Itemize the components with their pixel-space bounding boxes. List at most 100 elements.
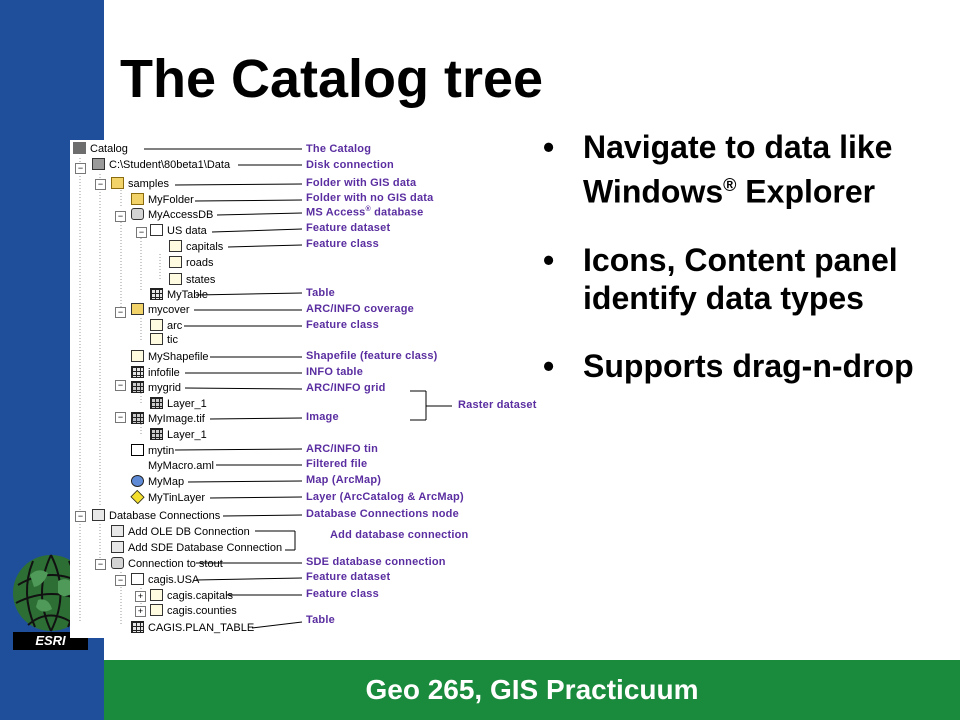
tree-node-mygrid[interactable]: mygrid [131,380,181,396]
tin-icon [131,444,144,456]
point-feature-class-icon [169,240,182,252]
tree-node-mycover[interactable]: mycover [131,302,190,318]
annotation-label: INFO table [306,366,364,378]
tree-node-cagis-usa[interactable]: cagis.USA [131,572,199,588]
collapse-toggle[interactable]: − [95,179,106,190]
collapse-toggle[interactable]: − [115,380,126,391]
annotation-label: Add database connection [330,529,469,541]
collapse-toggle[interactable]: − [75,511,86,522]
annotation-label: Feature class [306,588,379,600]
folder-icon [111,177,124,189]
tree-node-samples[interactable]: samples [111,176,169,192]
expand-toggle[interactable]: + [135,591,146,602]
add-connection-icon [111,541,124,553]
tree-node-mytin[interactable]: mytin [131,443,174,459]
disk-icon [92,158,105,170]
tree-node-label: Add SDE Database Connection [128,542,283,554]
tree-node-catalog[interactable]: Catalog [73,141,128,157]
tree-node-add-sde[interactable]: Add SDE Database Connection [111,540,282,556]
collapse-toggle[interactable]: − [115,211,126,222]
annotation-label: Database Connections node [306,508,459,520]
collapse-toggle[interactable]: − [95,559,106,570]
tree-node-cagis-counties[interactable]: cagis.counties [150,603,237,619]
tree-node-cagis-plan-table[interactable]: CAGIS.PLAN_TABLE [131,620,254,636]
polygon-feature-class-icon [169,273,182,285]
tree-node-infofile[interactable]: infofile [131,365,180,381]
tree-node-capitals[interactable]: capitals [169,239,223,255]
annotation-label: Raster dataset [458,399,537,411]
point-feature-class-icon [150,589,163,601]
annotation-label: Image [306,411,339,423]
annotation-label: Shapefile (feature class) [306,350,438,362]
table-icon [131,621,144,633]
annotation-label: Feature dataset [306,222,391,234]
tree-node-image-layer[interactable]: Layer_1 [150,427,207,443]
bullet-text: Supports drag-n-drop [583,347,914,384]
tree-node-us-data[interactable]: US data [150,223,207,239]
tree-node-database-connections[interactable]: Database Connections [92,508,220,524]
tree-node-label: capitals [186,241,224,253]
annotation-label: Folder with no GIS data [306,192,434,204]
tree-node-label: roads [186,257,214,269]
tree-node-label: Layer_1 [167,429,207,441]
tree-node-label: Connection to stout [128,558,223,570]
collapse-toggle[interactable]: − [115,575,126,586]
connections-icon [92,509,105,521]
add-connection-icon [111,525,124,537]
annotation-text-tail: database [370,206,424,219]
tree-node-mymap[interactable]: MyMap [131,474,184,490]
registered-mark: ® [365,206,371,213]
annotation-label: ARC/INFO tin [306,443,379,455]
annotation-label: Folder with GIS data [306,177,417,189]
tree-node-label: tic [167,334,178,346]
expand-toggle[interactable]: + [135,606,146,617]
tree-node-cagis-capitals[interactable]: cagis.capitals [150,588,233,604]
bullet-text: Navigate to data like Windows [583,129,893,210]
tree-node-label: arc [167,320,183,332]
annotation-label: Disk connection [306,159,394,171]
annotation-label: Layer (ArcCatalog & ArcMap) [306,491,464,503]
tree-node-label: infofile [148,367,180,379]
tree-node-arc[interactable]: arc [150,318,182,334]
tree-node-myshapefile[interactable]: MyShapefile [131,349,209,365]
bullet-text-tail: Explorer [736,173,876,210]
annotation-label: Map (ArcMap) [306,474,382,486]
footer-course-title: Geo 265, GIS Practicuum [104,660,960,720]
tree-node-mytinlayer[interactable]: MyTinLayer [130,489,205,506]
database-icon [131,208,144,220]
grid-icon [150,397,163,409]
tree-node-label: CAGIS.PLAN_TABLE [148,622,255,634]
tree-node-states[interactable]: states [169,272,215,288]
collapse-toggle[interactable]: − [136,227,147,238]
tree-node-roads[interactable]: roads [169,255,214,271]
file-icon [131,459,144,471]
tree-node-myfolder[interactable]: MyFolder [131,192,194,208]
tree-node-tic[interactable]: tic [150,332,178,348]
annotation-label: Feature dataset [306,571,391,583]
tree-node-connection-to-stout[interactable]: Connection to stout [111,556,223,572]
collapse-toggle[interactable]: − [115,307,126,318]
annotation-label: ARC/INFO grid [306,382,386,394]
tree-node-grid-layer[interactable]: Layer_1 [150,396,207,412]
tree-node-label: MyAccessDB [148,209,214,221]
database-icon [111,557,124,569]
tree-node-myimage[interactable]: MyImage.tif [131,411,205,427]
tree-node-label: MyMacro.aml [148,460,215,472]
tree-node-mymacro[interactable]: MyMacro.aml [131,458,214,474]
tree-node-mytable[interactable]: MyTable [150,287,208,303]
registered-mark: ® [723,175,737,195]
tree-node-label: Catalog [90,143,128,155]
tree-node-label: MyShapefile [148,351,209,363]
tree-node-add-ole-db[interactable]: Add OLE DB Connection [111,524,250,540]
point-feature-class-icon [150,333,163,345]
annotation-label: The Catalog [306,143,372,155]
tree-node-label: MyFolder [148,194,194,206]
tree-node-disk-connection[interactable]: C:\Student\80beta1\Data [92,157,230,173]
feature-dataset-icon [131,573,144,585]
tree-node-myaccessdb[interactable]: MyAccessDB [131,207,213,223]
tree-node-label: MyMap [148,476,185,488]
collapse-toggle[interactable]: − [75,163,86,174]
collapse-toggle[interactable]: − [115,412,126,423]
line-feature-class-icon [150,319,163,331]
